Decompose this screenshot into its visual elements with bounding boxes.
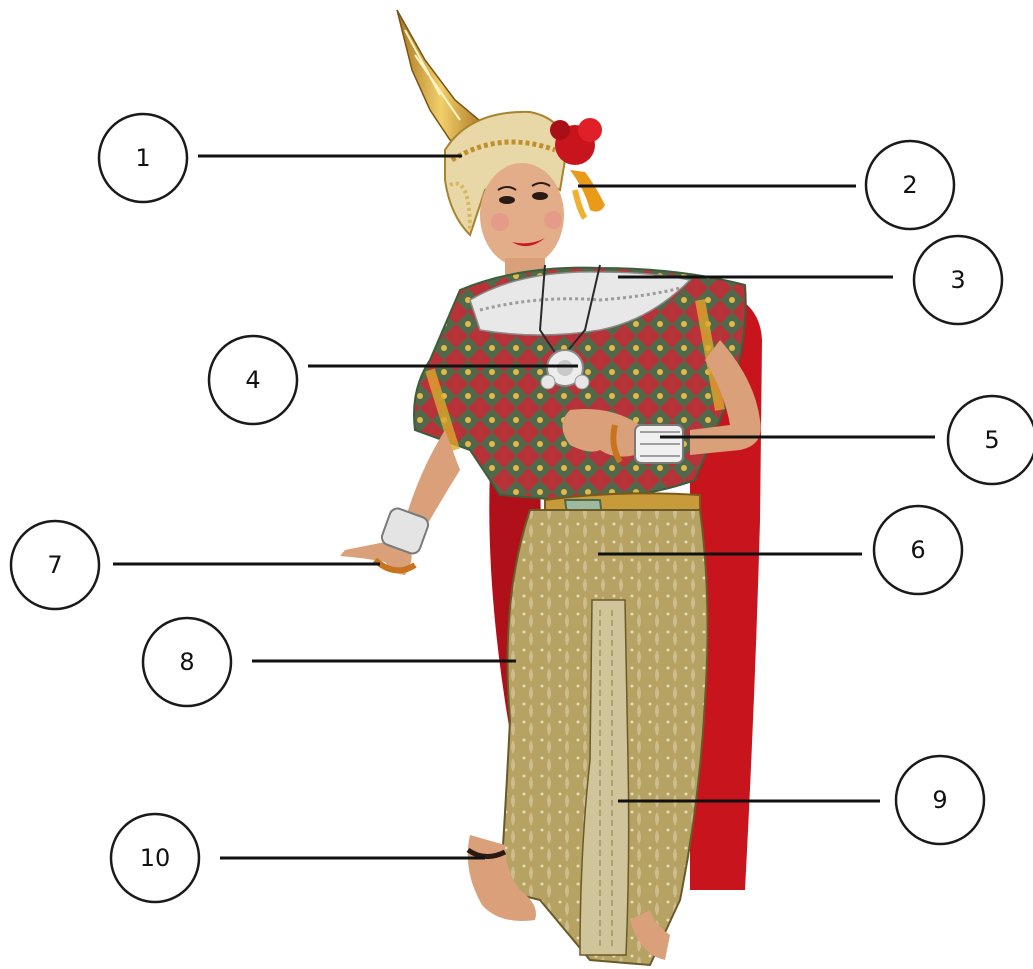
callout-number: 2 bbox=[902, 171, 917, 199]
callout-number: 1 bbox=[135, 144, 150, 172]
dancer-figure bbox=[340, 10, 762, 965]
callout-number: 3 bbox=[950, 266, 965, 294]
callout-number: 4 bbox=[245, 366, 260, 394]
callout-number: 6 bbox=[910, 536, 925, 564]
callout-8: 8 bbox=[143, 618, 516, 706]
callout-number: 7 bbox=[47, 551, 62, 579]
callout-7: 7 bbox=[11, 521, 380, 609]
callout-1: 1 bbox=[99, 114, 462, 202]
callout-number: 5 bbox=[984, 426, 999, 454]
callout-number: 8 bbox=[179, 648, 194, 676]
callout-number: 9 bbox=[932, 786, 947, 814]
callout-number: 10 bbox=[140, 844, 171, 872]
callout-2: 2 bbox=[578, 141, 954, 229]
callout-10: 10 bbox=[111, 814, 485, 902]
